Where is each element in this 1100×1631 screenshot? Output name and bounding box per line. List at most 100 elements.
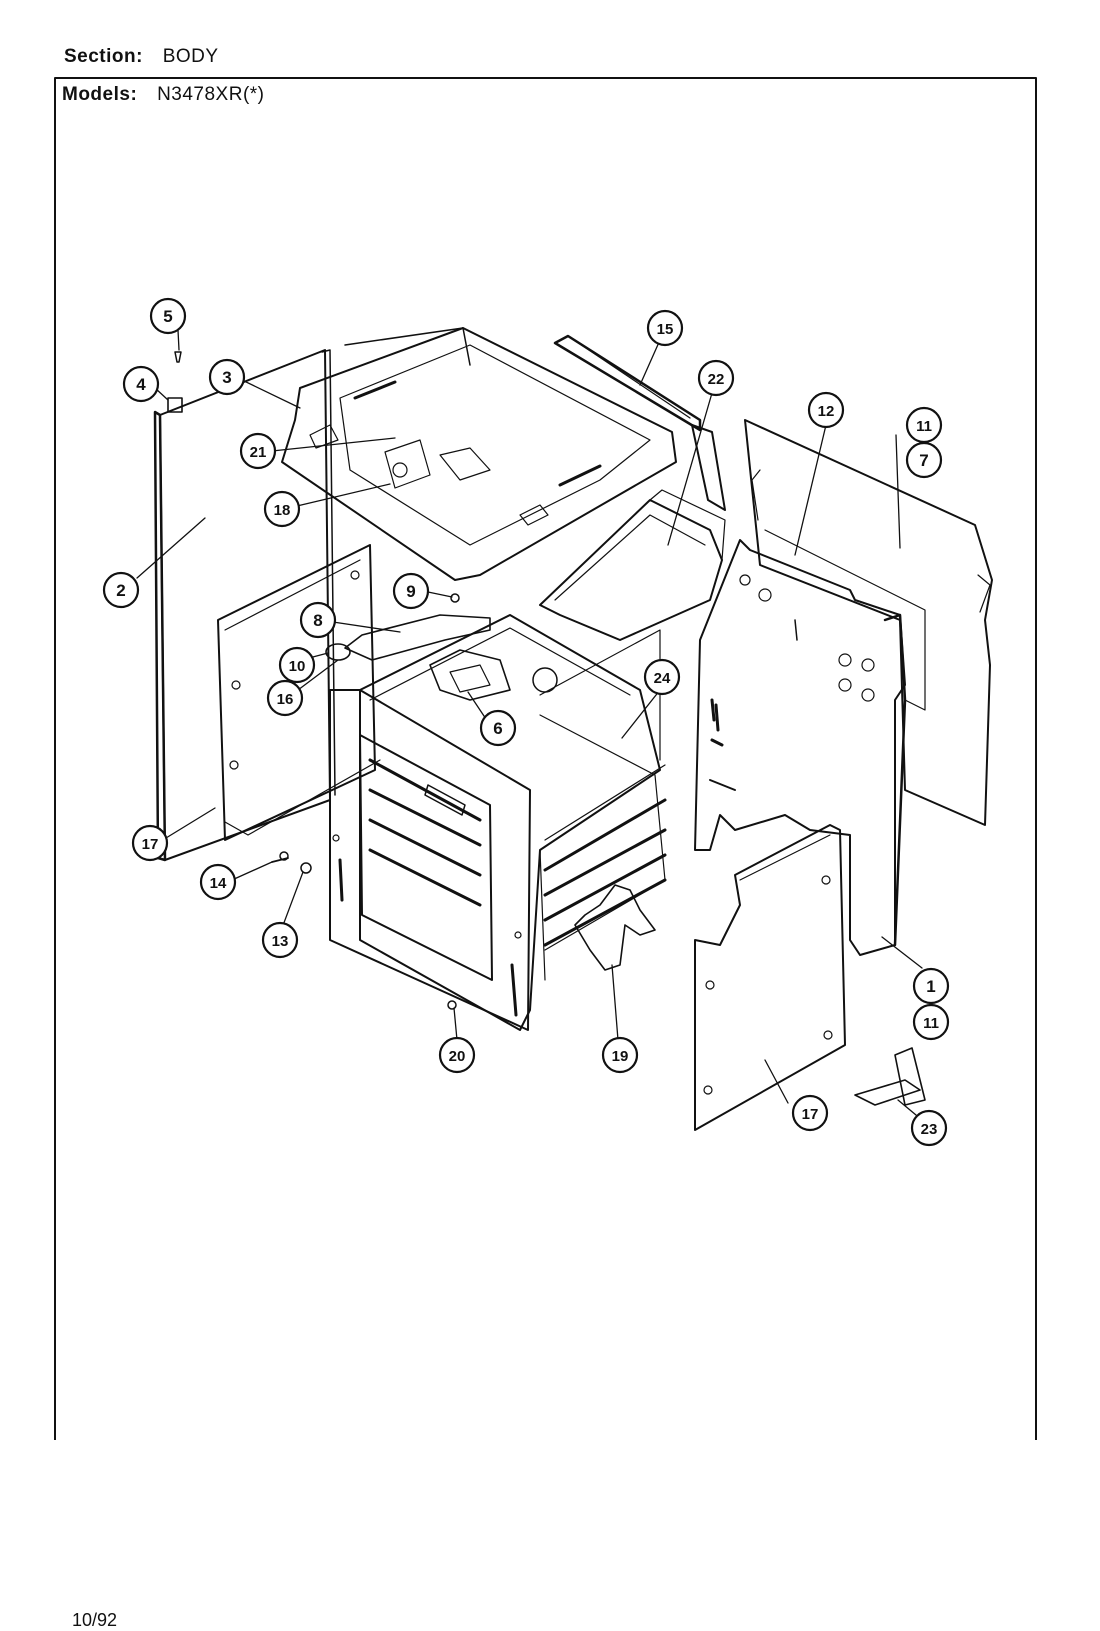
callout-c6: 6 (479, 709, 517, 747)
callout-label: 15 (657, 321, 674, 338)
section-value: BODY (162, 46, 219, 67)
callout-label: 21 (250, 444, 267, 461)
callout-c5: 5 (149, 297, 187, 335)
callout-label: 14 (210, 875, 227, 892)
callout-circle (122, 365, 160, 403)
callout-c7: 7 (905, 441, 943, 479)
callout-circle (299, 601, 337, 639)
inner-side-panel-left (217, 544, 381, 841)
callout-circle (263, 490, 301, 528)
callout-circle (261, 921, 299, 959)
callout-circle (697, 359, 735, 397)
door-hinge (574, 884, 656, 971)
callout-c23: 23 (910, 1109, 948, 1147)
callout-c21: 21 (239, 432, 277, 470)
callout-circle (131, 824, 169, 862)
models-value: N3478XR(*) (157, 84, 265, 105)
fasteners (167, 351, 457, 1010)
callout-c3: 3 (208, 358, 246, 396)
callout-c4: 4 (122, 365, 160, 403)
leader-lines (136, 329, 923, 1116)
callout-c24: 24 (643, 658, 681, 696)
section-header: Section: BODY (64, 46, 219, 68)
callout-circle (646, 309, 684, 347)
callout-label: 20 (449, 1048, 466, 1065)
oven-cavity (359, 614, 667, 1031)
callout-label: 11 (916, 418, 932, 435)
rear-panel (744, 419, 993, 826)
callout-circle (807, 391, 845, 429)
callout-circle (392, 572, 430, 610)
top-pan (281, 327, 677, 581)
callout-c20: 20 (438, 1036, 476, 1074)
callout-c12: 12 (807, 391, 845, 429)
oven-vent-assembly (325, 593, 511, 701)
callout-circle (199, 863, 237, 901)
callout-c22: 22 (697, 359, 735, 397)
broiler-pan (539, 489, 726, 641)
callout-circle (791, 1094, 829, 1132)
callout-label: 12 (818, 403, 835, 420)
callout-label: 10 (289, 658, 306, 675)
callout-c1: 1 (912, 967, 950, 1005)
callout-circle (479, 709, 517, 747)
callout-label: 9 (406, 582, 415, 601)
rear-trim (553, 334, 726, 511)
revision-date: 10/92 (72, 1610, 118, 1630)
callout-c8: 8 (299, 601, 337, 639)
callout-circle (102, 571, 140, 609)
inner-side-panel-right (694, 529, 926, 956)
callout-circle (601, 1036, 639, 1074)
callout-label: 11 (923, 1015, 939, 1032)
callout-circle (438, 1036, 476, 1074)
callout-label: 13 (272, 933, 289, 950)
callout-label: 6 (493, 719, 502, 738)
callout-c18: 18 (263, 490, 301, 528)
callout-c19: 19 (601, 1036, 639, 1074)
callout-c14: 14 (199, 863, 237, 901)
models-header: Models: N3478XR(*) (62, 84, 265, 106)
callout-circle (239, 432, 277, 470)
page-frame (54, 77, 1037, 1440)
callout-circle (912, 967, 950, 1005)
callout-circle (278, 646, 316, 684)
callout-label: 3 (222, 368, 231, 387)
callout-c9: 9 (392, 572, 430, 610)
callout-label: 23 (921, 1121, 938, 1138)
callout-circle (149, 297, 187, 335)
callout-circle (643, 658, 681, 696)
callout-label: 2 (116, 581, 125, 600)
callout-label: 17 (142, 836, 159, 853)
callout-c10: 10 (278, 646, 316, 684)
callout-c2: 2 (102, 571, 140, 609)
callout-circle (912, 1003, 950, 1041)
models-label: Models: (62, 84, 138, 105)
callout-c13: 13 (261, 921, 299, 959)
exploded-parts-diagram: 5432118298101661714132019152212117241111… (54, 77, 1037, 1440)
callout-c16: 16 (266, 679, 304, 717)
callout-label: 1 (926, 977, 935, 996)
callout-label: 19 (612, 1048, 629, 1065)
callout-label: 18 (274, 502, 291, 519)
callout-label: 7 (919, 451, 928, 470)
callout-label: 4 (136, 375, 146, 394)
callout-circle (266, 679, 304, 717)
callout-c11b: 11 (912, 1003, 950, 1041)
outer-side-panel-right (694, 824, 846, 1131)
callout-label: 17 (802, 1106, 819, 1123)
callout-label: 8 (313, 611, 322, 630)
callout-circle (208, 358, 246, 396)
anti-tip-bracket (854, 1047, 926, 1106)
callout-circle (910, 1109, 948, 1147)
callout-c17a: 17 (131, 824, 169, 862)
callout-c11a: 11 (905, 406, 943, 444)
callout-circle (905, 441, 943, 479)
callout-label: 16 (277, 691, 294, 708)
callout-label: 24 (654, 670, 671, 687)
section-label: Section: (64, 46, 143, 67)
callout-label: 5 (163, 307, 172, 326)
callout-c15: 15 (646, 309, 684, 347)
callout-c17b: 17 (791, 1094, 829, 1132)
front-frame (329, 689, 531, 1031)
